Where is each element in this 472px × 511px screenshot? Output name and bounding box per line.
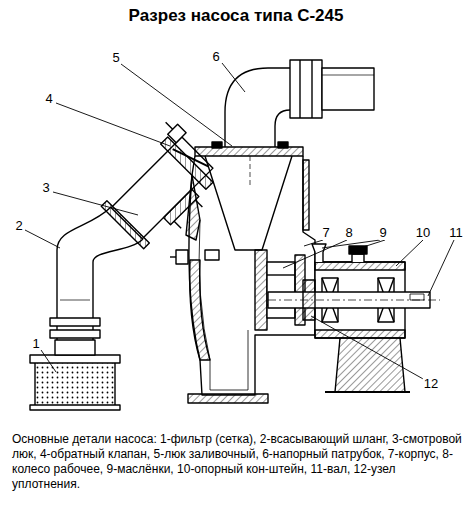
- inspection-hatch: [91, 117, 231, 257]
- callout-number: 12: [423, 377, 439, 391]
- callout-number: 10: [415, 226, 431, 240]
- callout-number: 11: [448, 226, 464, 240]
- callout-number: 3: [41, 181, 50, 195]
- callout-number: 8: [344, 226, 353, 240]
- caption: Основные детали насоса: 1-фильтр (сетка)…: [12, 432, 464, 492]
- callout-number: 1: [31, 337, 40, 351]
- shaft: [268, 292, 440, 308]
- callout-number: 5: [111, 51, 120, 65]
- bearing-bracket: [315, 262, 410, 392]
- filter: [30, 340, 120, 410]
- callout-number: 4: [44, 92, 53, 106]
- seal-assembly: [303, 280, 315, 320]
- title: Разрез насоса типа С-245: [0, 6, 472, 26]
- callout-number: 9: [378, 226, 387, 240]
- discharge-pipe: [212, 60, 374, 148]
- callout-number: 6: [211, 50, 220, 64]
- leader-lines: [25, 63, 454, 380]
- pump-body: [170, 147, 315, 403]
- callout-number: 2: [14, 219, 23, 233]
- oiler: [312, 244, 367, 262]
- callout-number: 7: [321, 226, 330, 240]
